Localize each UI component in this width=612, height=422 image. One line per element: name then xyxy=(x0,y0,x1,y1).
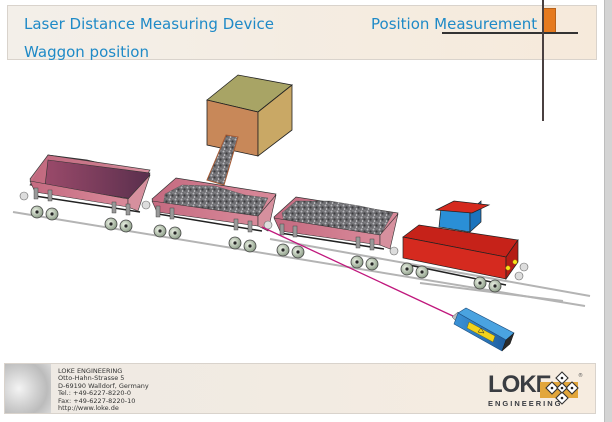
footer-bar: LOKE ENGINEERING Otto-Hahn-Strasse 5 D-6… xyxy=(4,363,596,414)
fax-number: Fax: +49-6227-8220-10 xyxy=(58,396,136,405)
section-title: Position Measurement xyxy=(371,15,538,33)
wheel xyxy=(153,224,167,238)
logo-subtext: ENGINEERING xyxy=(488,399,563,408)
wheel xyxy=(30,205,44,219)
window-edge xyxy=(604,0,612,422)
company-name: LOKE ENGINEERING xyxy=(58,367,123,375)
accent-square xyxy=(543,8,556,33)
wheel xyxy=(276,243,290,257)
logo-knot-icon: ® xyxy=(540,371,583,405)
wheel xyxy=(243,239,257,253)
wheel xyxy=(291,245,305,259)
waggon-diagram xyxy=(12,74,591,352)
loke-logo: LOKE ENGINEERING ® xyxy=(488,371,588,412)
footer-decor-image xyxy=(5,364,51,413)
address-street: Otto-Hahn-Strasse 5 xyxy=(58,374,125,383)
company-address: LOKE ENGINEERING Otto-Hahn-Strasse 5 D-6… xyxy=(58,367,149,413)
hopper-waggon-full xyxy=(263,196,399,256)
slide-title: Laser Distance Measuring Device xyxy=(24,15,274,33)
wheel xyxy=(228,236,242,250)
wheel xyxy=(350,255,364,269)
decor-vertical-line xyxy=(542,0,544,121)
website-link[interactable]: http://www.loke.de xyxy=(58,404,119,413)
laser-beam xyxy=(261,226,456,318)
address-city: D-69190 Walldorf, Germany xyxy=(58,381,149,390)
wheel xyxy=(119,219,133,233)
decor-horizontal-line xyxy=(442,32,578,34)
silo-box xyxy=(206,74,293,186)
wheelsets xyxy=(30,205,502,293)
hopper-waggon-empty xyxy=(19,154,151,216)
hopper-waggon-loading xyxy=(141,177,277,233)
wheel xyxy=(168,226,182,240)
phone-number: Tel.: +49-6227-8220-0 xyxy=(58,389,131,398)
wheel xyxy=(473,276,487,290)
wheel xyxy=(365,257,379,271)
wheel xyxy=(104,217,118,231)
registered-mark: ® xyxy=(578,372,583,379)
wheel xyxy=(45,207,59,221)
wheel xyxy=(400,262,414,276)
locomotive xyxy=(402,200,529,286)
wheel xyxy=(488,279,502,293)
slide-subtitle: Waggon position xyxy=(24,43,149,61)
wheel xyxy=(415,265,429,279)
laser-sensor xyxy=(451,307,515,352)
